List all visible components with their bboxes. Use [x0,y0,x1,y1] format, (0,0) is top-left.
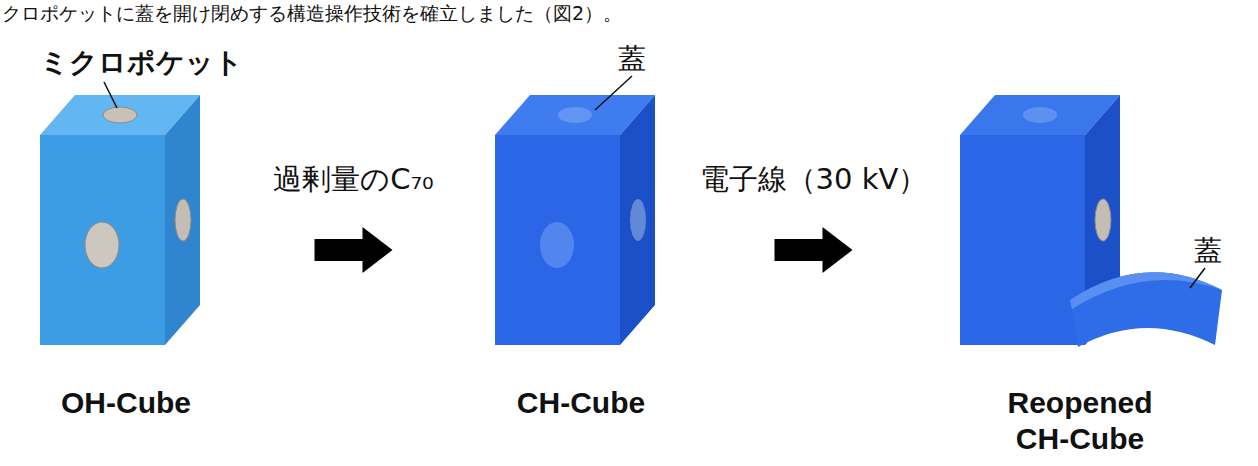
process-arrow [315,227,393,273]
callout-label: ミクロポケット [40,44,243,82]
cube-label: CH-Cube [501,385,661,421]
closed-cube [495,95,655,345]
cube-label: OH-Cube [46,385,206,421]
open-cube [40,95,200,345]
arrow-label: 過剰量のC₇₀ [273,160,434,200]
reopened-cube [960,95,1222,347]
leader-line [595,76,632,110]
body-text: クロポケットに蓋を開け閉めする構造操作技術を確立しました（図2）。 [2,1,622,27]
process-arrow [775,227,853,273]
cube-node: OH-Cube [40,95,212,427]
callout-label: 蓋 [1194,232,1222,270]
leader-line [1190,268,1205,288]
cube-node: CH-Cube [495,95,667,427]
cube-label: Reopened CH-Cube [990,385,1170,457]
arrow-label: 電子線（30 kV） [700,160,928,200]
cube-node: Reopened CH-Cube [960,95,1200,463]
callout-label: 蓋 [618,40,646,78]
leader-line [104,82,117,108]
